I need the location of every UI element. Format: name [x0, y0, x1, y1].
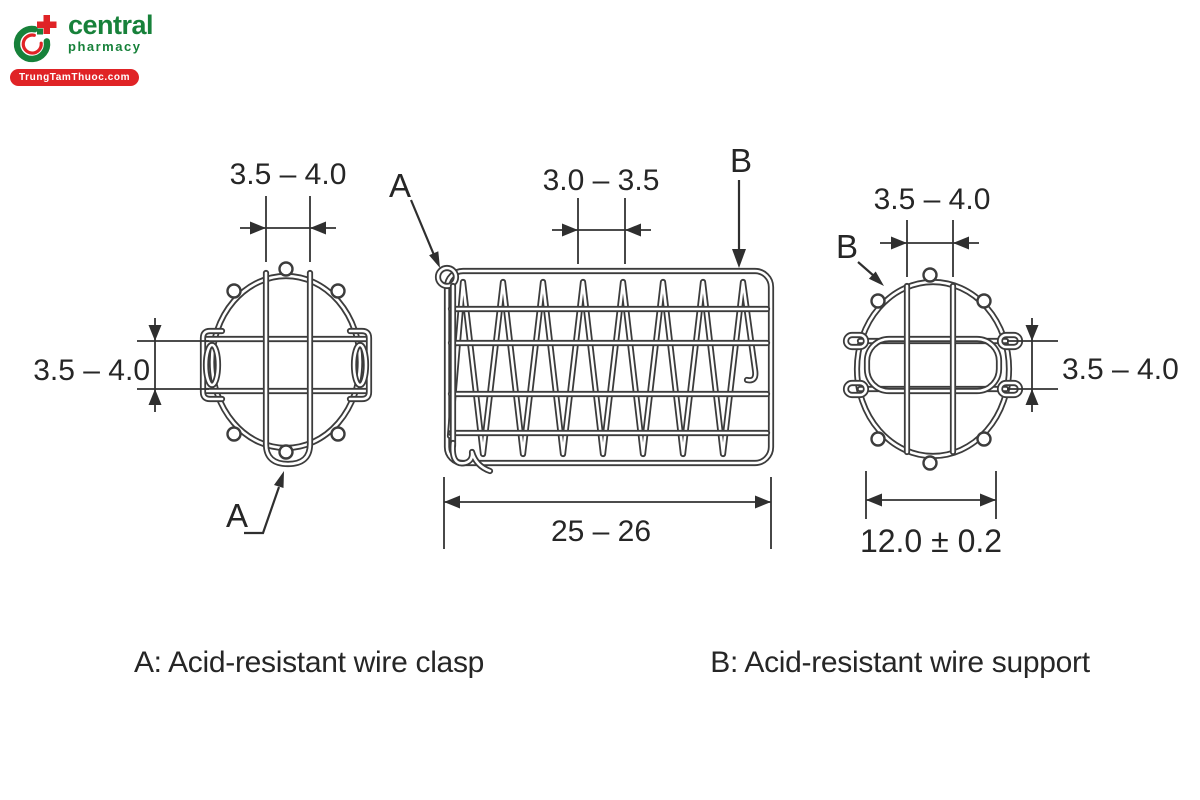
length-dim-text: 25 – 26 — [551, 515, 651, 548]
side-view: A 3.0 – 3.5 B — [389, 142, 775, 549]
right-view-top-dimension: 3.5 – 4.0 — [874, 183, 991, 277]
pitch-dim-text: 3.0 – 3.5 — [543, 164, 660, 197]
clasp-label-a-top: A — [389, 167, 411, 204]
left-view-clasp-callout: A — [226, 471, 284, 535]
side-view-pitch-dimension: 3.0 – 3.5 — [543, 164, 660, 264]
support-label-b-top: B — [730, 142, 752, 179]
right-view-diameter-dimension: 12.0 ± 0.2 — [860, 471, 1002, 559]
right-end-view: 3.5 – 4.0 B 3.5 – 4.0 — [836, 183, 1179, 559]
caption-clasp: A: Acid-resistant wire clasp — [134, 646, 484, 679]
diameter-dim-text: 12.0 ± 0.2 — [860, 523, 1002, 559]
side-view-length-dimension: 25 – 26 — [443, 477, 772, 549]
caption-support: B: Acid-resistant wire support — [710, 646, 1090, 679]
right-view-side-dimension: 3.5 – 4.0 — [1007, 318, 1179, 412]
left-view-side-dimension: 3.5 – 4.0 — [33, 318, 209, 412]
right-side-dim-text: 3.5 – 4.0 — [1062, 353, 1179, 386]
logo-brand-text: central — [68, 10, 154, 40]
side-view-support-callout: B — [730, 142, 752, 268]
left-top-dim-text: 3.5 – 4.0 — [230, 158, 347, 191]
left-view-top-dimension: 3.5 – 4.0 — [230, 158, 347, 262]
logo-tagline-text: pharmacy — [68, 39, 142, 54]
brand-logo: central pharmacy TrungTamThuoc.com — [10, 12, 160, 86]
side-view-clasp-callout: A — [389, 167, 440, 268]
logo-site-badge: TrungTamThuoc.com — [10, 69, 140, 86]
pharmacy-cross-icon — [13, 15, 57, 63]
left-side-dim-text: 3.5 – 4.0 — [33, 354, 150, 387]
left-end-view: 3.5 – 4.0 3.5 – 4.0 A — [33, 158, 373, 535]
right-view-support-callout: B — [836, 228, 884, 286]
clasp-label-a-bottom: A — [226, 497, 248, 534]
right-top-dim-text: 3.5 – 4.0 — [874, 183, 991, 216]
support-label-b-right: B — [836, 228, 858, 265]
